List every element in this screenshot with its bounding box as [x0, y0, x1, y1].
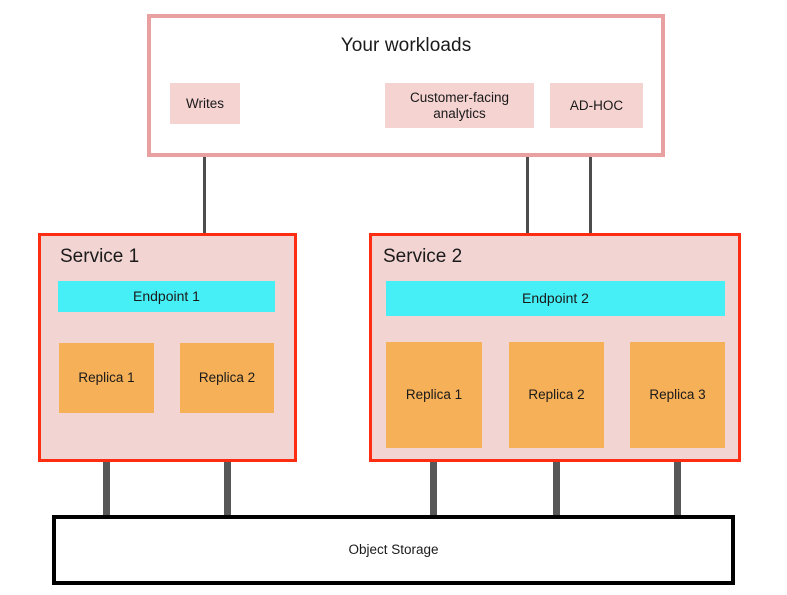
workload-chip-writes[interactable]: Writes [170, 83, 240, 124]
object-storage-box[interactable]: Object Storage [52, 515, 735, 585]
connector-s1-replica2-to-storage [224, 411, 231, 519]
workload-chip-customer-facing-analytics[interactable]: Customer-facing analytics [385, 83, 534, 128]
connector-s2-replica3-to-storage [674, 446, 681, 519]
service-2-replica-3[interactable]: Replica 3 [630, 342, 725, 448]
connector-adhoc-to-endpoint2 [589, 128, 592, 271]
service-1-replica-2[interactable]: Replica 2 [180, 343, 274, 413]
connector-writes-to-endpoint1 [203, 123, 206, 271]
connector-customer-analytics-to-endpoint2 [526, 128, 529, 271]
connector-s2-replica1-to-storage [430, 446, 437, 519]
workloads-title: Your workloads [340, 34, 472, 56]
service-2-label: Service 2 [383, 246, 463, 267]
connector-s2-replica2-to-storage [553, 446, 560, 519]
endpoint-1[interactable]: Endpoint 1 [58, 281, 275, 312]
workload-chip-ad-hoc[interactable]: AD-HOC [550, 83, 643, 128]
connector-s1-replica1-to-storage [103, 411, 110, 519]
service-2-replica-1[interactable]: Replica 1 [386, 342, 482, 448]
service-1-replica-1[interactable]: Replica 1 [59, 343, 154, 413]
endpoint-2[interactable]: Endpoint 2 [386, 281, 725, 316]
service-1-label: Service 1 [60, 246, 140, 267]
service-2-replica-2[interactable]: Replica 2 [509, 342, 604, 448]
